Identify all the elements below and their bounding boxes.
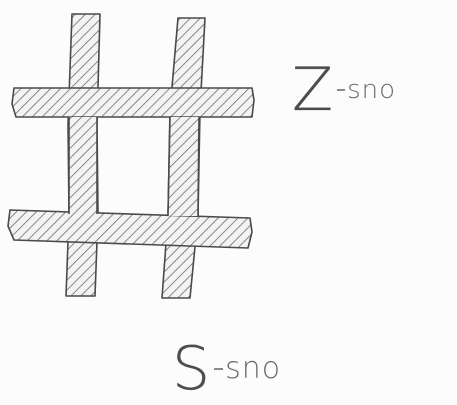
horizontal-yarn-bottom: [7, 209, 253, 249]
z-twist-dash: [337, 89, 346, 91]
z-twist-letter: Z: [292, 55, 334, 125]
horizontal-yarn-top: [11, 87, 255, 118]
s-twist-dash: [214, 368, 224, 370]
z-twist-label: Z sno: [292, 50, 396, 130]
s-twist-label: S sno: [172, 334, 281, 404]
crossing-overlay: [68, 116, 200, 217]
s-twist-word: sno: [225, 351, 282, 386]
s-twist-letter: S: [172, 334, 211, 404]
z-twist-word: sno: [347, 75, 397, 105]
